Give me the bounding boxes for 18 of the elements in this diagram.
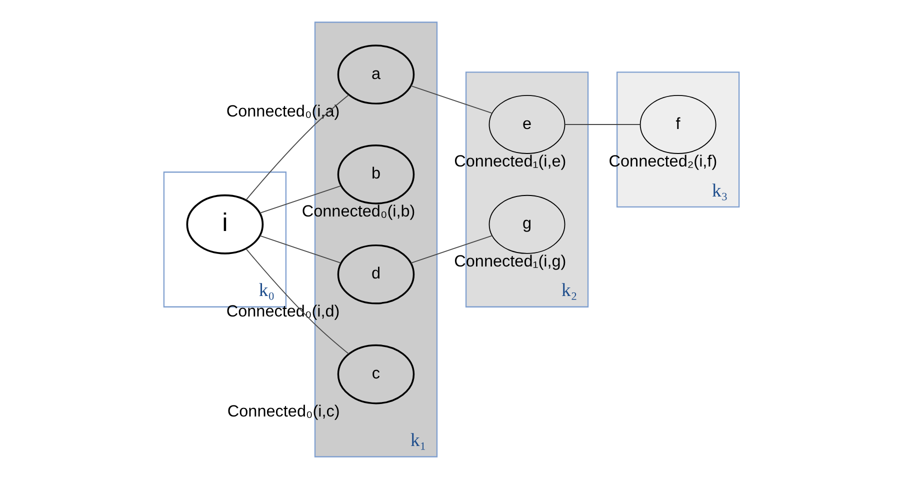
node-ellipse: d bbox=[336, 244, 414, 304]
connector bbox=[564, 124, 640, 125]
node-label: Connected₁(i,g) bbox=[454, 252, 566, 270]
node-ellipse: f bbox=[639, 94, 716, 154]
node-ellipse: b bbox=[336, 144, 414, 204]
node-ellipse: i bbox=[186, 194, 264, 254]
node-label: Connected₁(i,e) bbox=[454, 152, 566, 171]
connector bbox=[258, 185, 341, 214]
node-ellipse: g bbox=[488, 194, 565, 254]
node-label: Connected₀(i,b) bbox=[301, 202, 415, 220]
node-ellipse: c bbox=[336, 344, 414, 404]
node-ellipse: e bbox=[488, 94, 565, 154]
node-label: Connected₂(i,f) bbox=[608, 152, 717, 171]
node-ellipse: a bbox=[336, 44, 414, 104]
connector bbox=[410, 235, 492, 264]
connector bbox=[410, 85, 492, 114]
node-label: Connected₀(i,c) bbox=[226, 402, 340, 420]
connector bbox=[258, 235, 341, 264]
